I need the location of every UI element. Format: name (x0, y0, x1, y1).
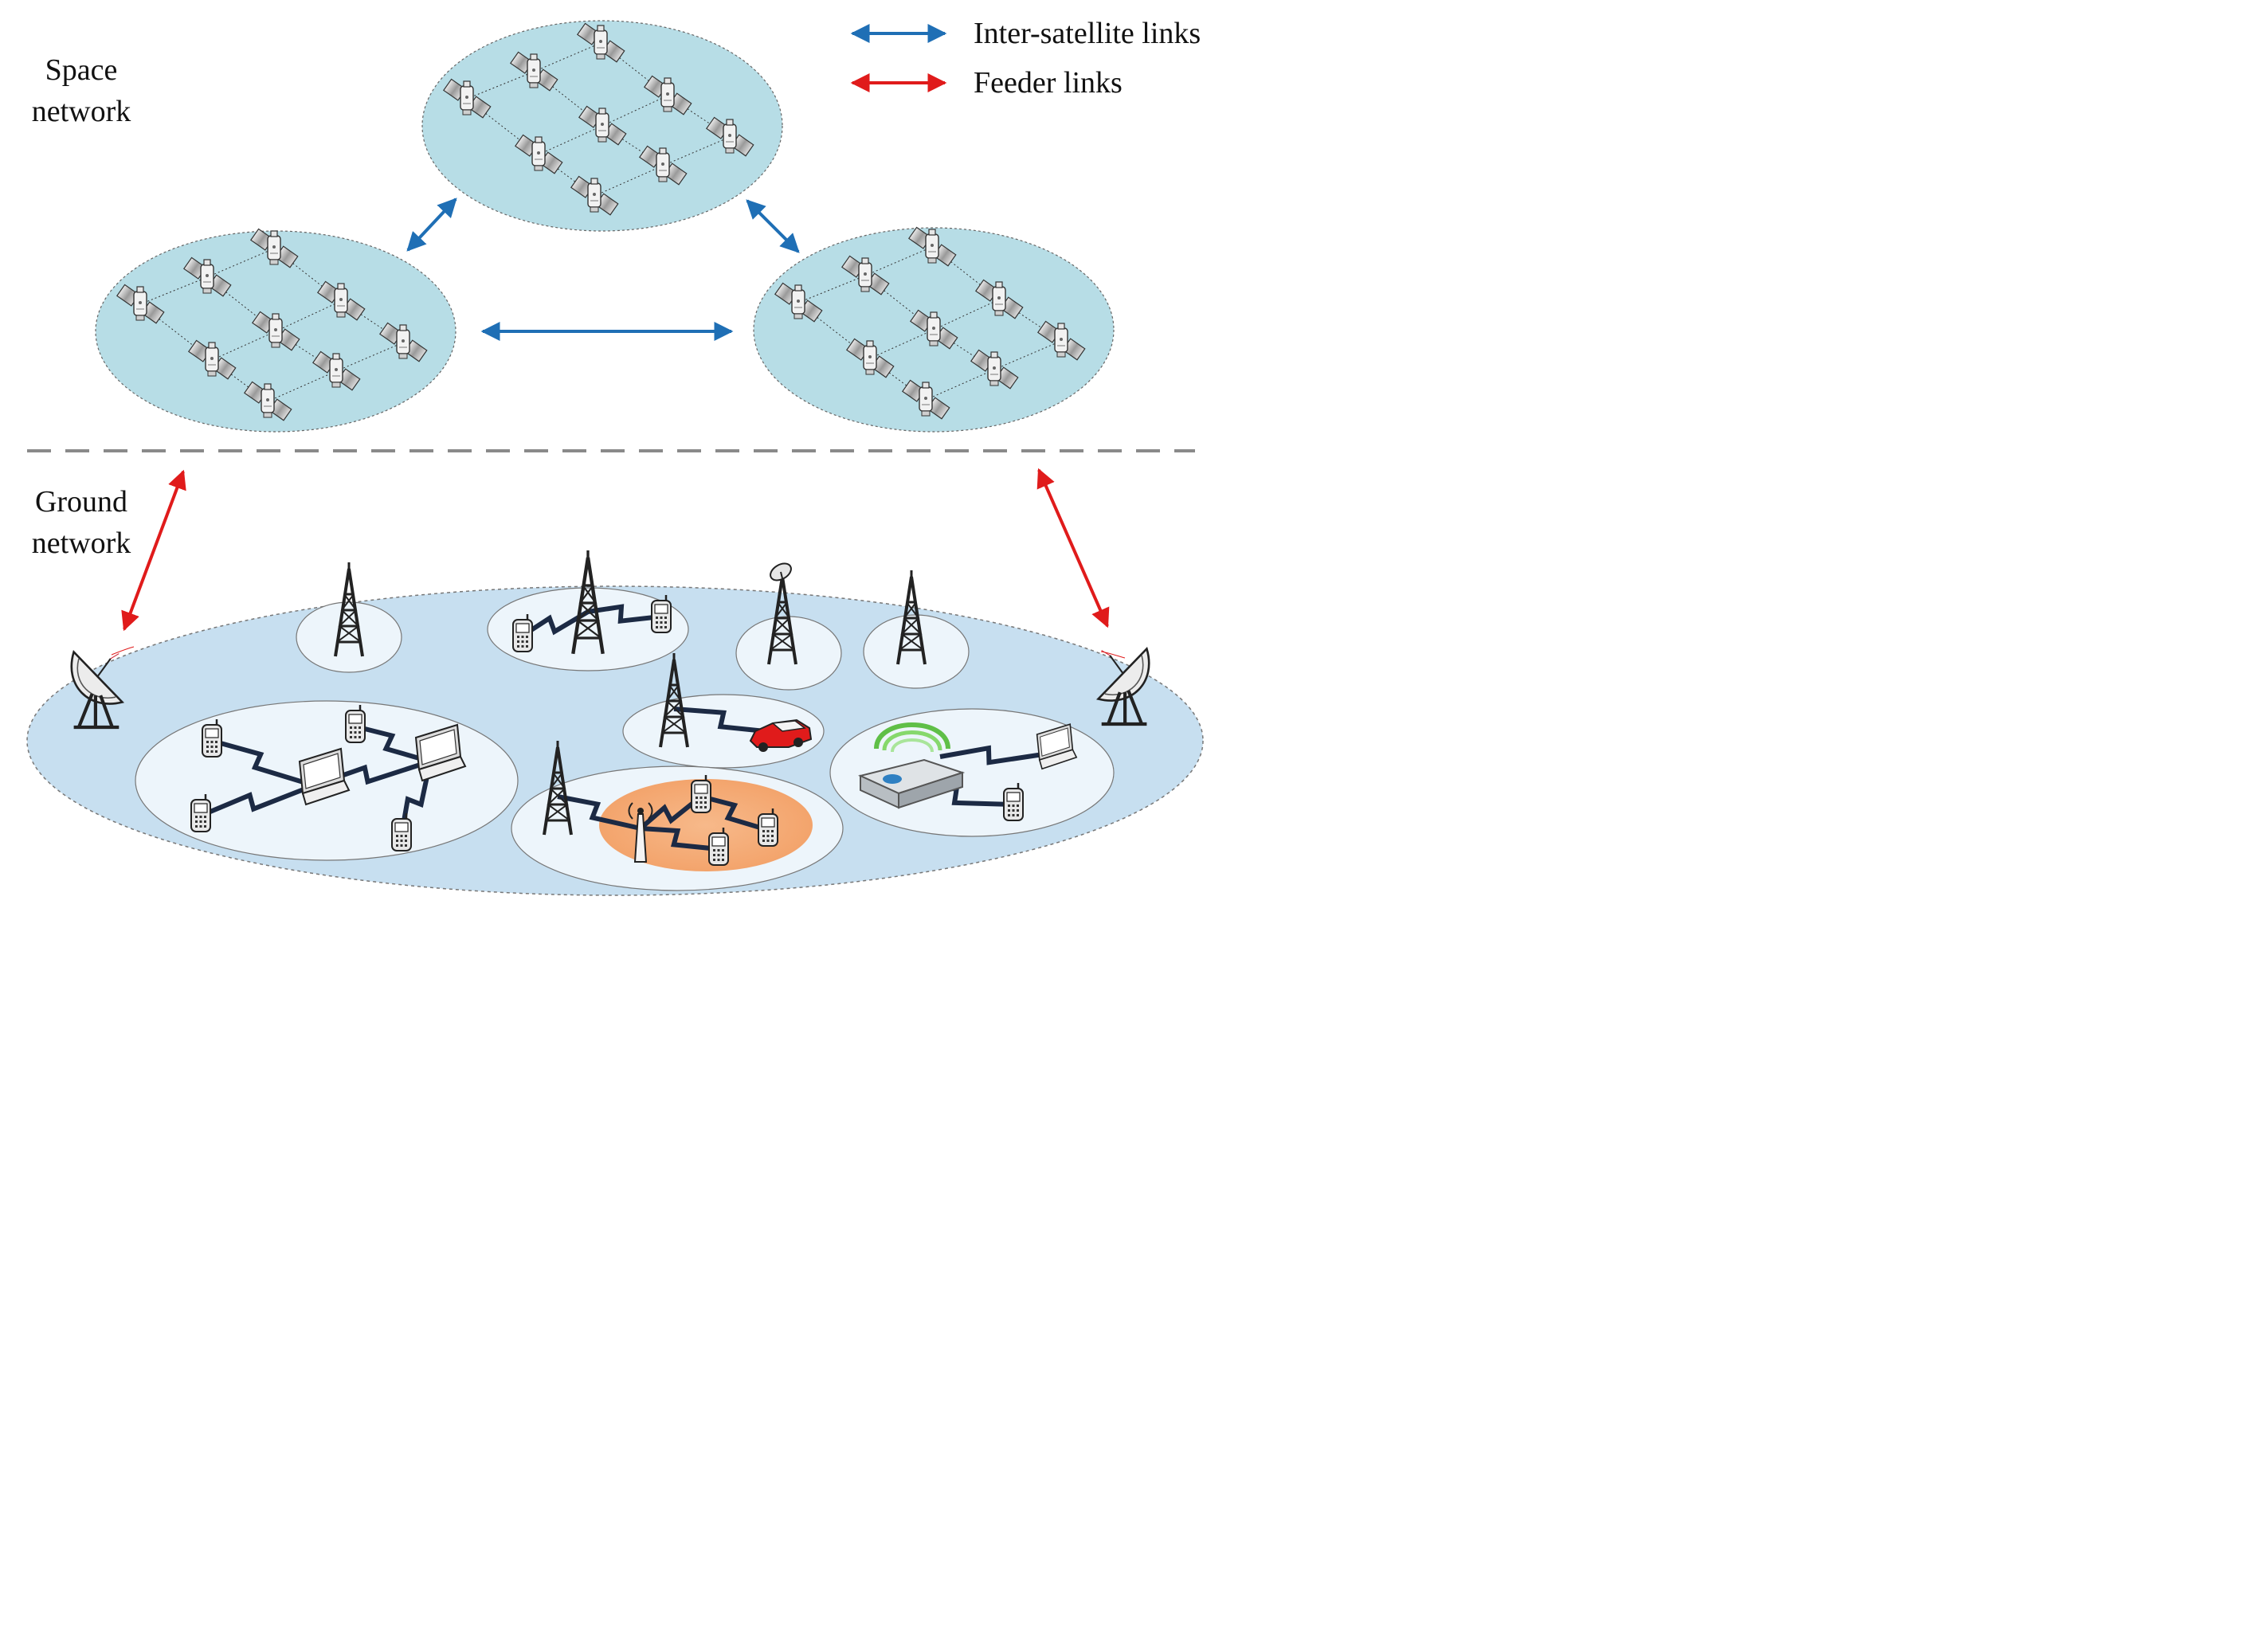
wireless-link-icon (672, 702, 782, 740)
wireless-link-icon (199, 778, 316, 822)
intra-cluster-link (335, 342, 404, 372)
satellite-cluster-top (421, 20, 783, 232)
isl-top-right (746, 199, 800, 253)
wireless-link-icon (520, 605, 590, 643)
diagram-canvas: Inter-satellite links Feeder links Space… (26, 17, 1204, 896)
mobile-phone-icon (707, 826, 730, 867)
mobile-phone-icon (201, 718, 223, 758)
dish-cable-left (111, 646, 135, 656)
space-network-label: Space network (32, 53, 131, 128)
intra-cluster-link (275, 300, 342, 332)
intra-cluster-link (933, 299, 1000, 331)
intra-cluster-link (267, 370, 337, 402)
intra-cluster-link (925, 369, 995, 401)
legend-feeder-label: Feeder links (974, 66, 1123, 100)
wifi-router-icon (857, 722, 966, 809)
intra-cluster-link (993, 340, 1062, 370)
car-icon (749, 718, 813, 752)
legend: Inter-satellite links Feeder links (850, 17, 1201, 100)
macro-cell-small-3 (863, 614, 970, 689)
wireless-link-icon (639, 821, 721, 855)
ground-label-line1: Ground (35, 485, 127, 519)
intra-cluster-link (864, 246, 933, 276)
satellite-cluster-left (95, 228, 456, 433)
wireless-link-icon (209, 734, 316, 792)
satellite-cluster-right (753, 226, 1115, 433)
intra-cluster-link (206, 248, 275, 278)
mobile-phone-icon (344, 703, 366, 744)
space-label-line2: network (32, 95, 131, 128)
legend-inter-satellite-label: Inter-satellite links (974, 17, 1201, 50)
intra-cluster-link (662, 136, 731, 166)
wireless-link-icon (587, 605, 661, 624)
space-ground-network-diagram: Inter-satellite links Feeder links Space… (0, 0, 1249, 914)
mobile-phone-icon (757, 807, 779, 848)
intra-cluster-link (533, 42, 601, 72)
mobile-phone-icon (190, 793, 212, 833)
wireless-link-icon (555, 790, 643, 836)
intra-cluster-link (466, 71, 535, 100)
femtocell-area (599, 779, 813, 871)
intra-cluster-link (139, 276, 208, 305)
isl-left-top (406, 198, 457, 252)
wireless-links (199, 605, 1049, 856)
intra-cluster-link (594, 165, 664, 197)
mobile-phone-icon (390, 812, 413, 852)
wireless-link-icon (395, 759, 437, 838)
ground-devices (72, 550, 1149, 867)
mobile-phone-icon (690, 773, 712, 814)
satellite-dish-on-tower-icon (770, 562, 792, 585)
intra-cluster-link (601, 95, 668, 127)
mobile-phone-icon (650, 593, 672, 634)
feeder-links (121, 468, 1110, 632)
mobile-phone-icon (511, 613, 534, 653)
satellite-clusters (95, 20, 1115, 433)
wireless-link-icon (352, 720, 433, 768)
space-label-line1: Space (45, 53, 118, 87)
vehicle-cell (622, 694, 825, 769)
dish-cable-right (1100, 651, 1126, 659)
ground-network-label: Ground network (32, 485, 131, 560)
inter-satellite-links (406, 198, 800, 341)
mobile-phone-icon (1002, 781, 1025, 822)
intra-cluster-link (797, 275, 866, 303)
feeder-link-right (1036, 468, 1110, 628)
wireless-link-icon (637, 790, 704, 835)
feeder-link-left (121, 469, 186, 632)
macro-cell-small-1 (296, 601, 402, 673)
wireless-link-icon (698, 790, 771, 836)
wireless-link-icon (940, 746, 1049, 764)
ground-label-line2: network (32, 527, 131, 560)
femto-antenna-icon (628, 802, 653, 863)
